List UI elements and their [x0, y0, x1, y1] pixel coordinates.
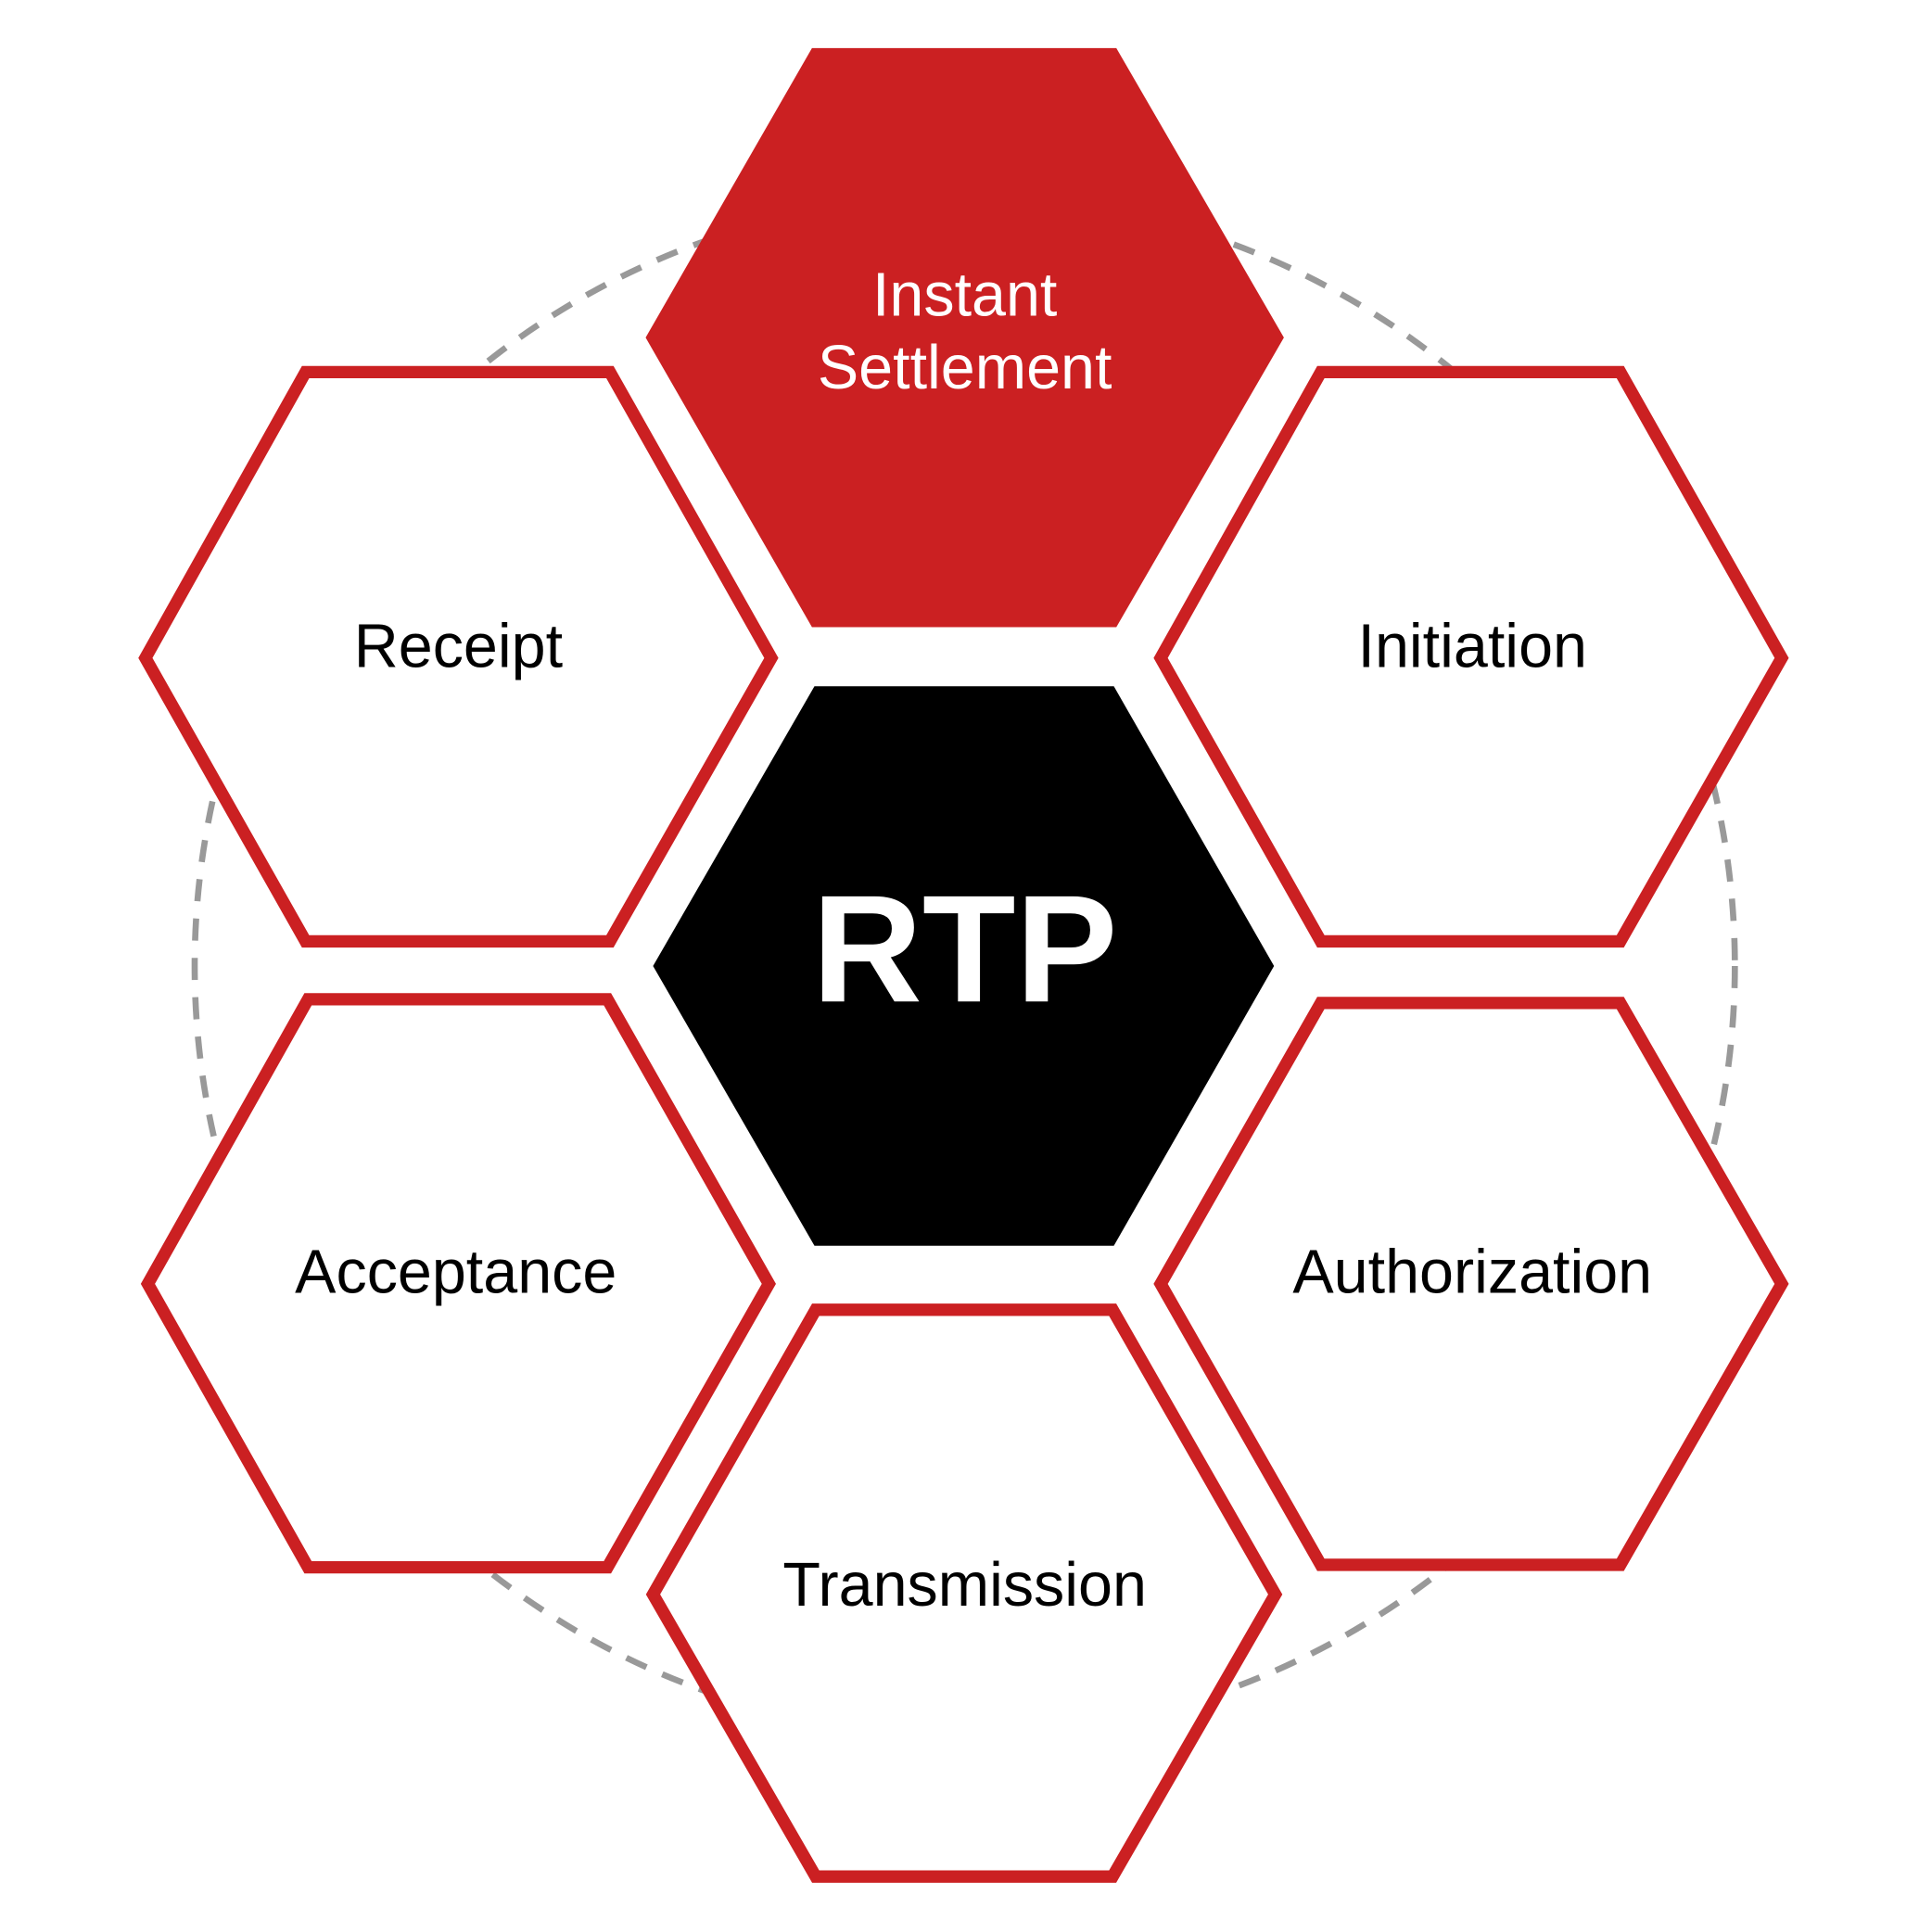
hex-label-line1: Instant	[872, 261, 1057, 330]
hex-transmission: Transmission	[645, 1303, 1283, 1883]
hex-center-rtp: RTP	[653, 686, 1275, 1246]
hex-initiation: Initiation	[1153, 365, 1789, 948]
hex-label-line2: Settlement	[818, 334, 1112, 402]
hex-label: Initiation	[1358, 612, 1587, 680]
hex-label: Authorization	[1292, 1238, 1652, 1306]
hex-receipt: Receipt	[138, 365, 779, 948]
hex-authorization: Authorization	[1153, 997, 1789, 1571]
hex-instant-settlement: Instant Settlement	[645, 47, 1284, 628]
hex-label: Receipt	[354, 612, 563, 680]
hex-label: Acceptance	[295, 1238, 616, 1306]
center-label: RTP	[812, 863, 1118, 1034]
hex-acceptance: Acceptance	[140, 993, 776, 1574]
hex-label: Transmission	[782, 1551, 1147, 1620]
